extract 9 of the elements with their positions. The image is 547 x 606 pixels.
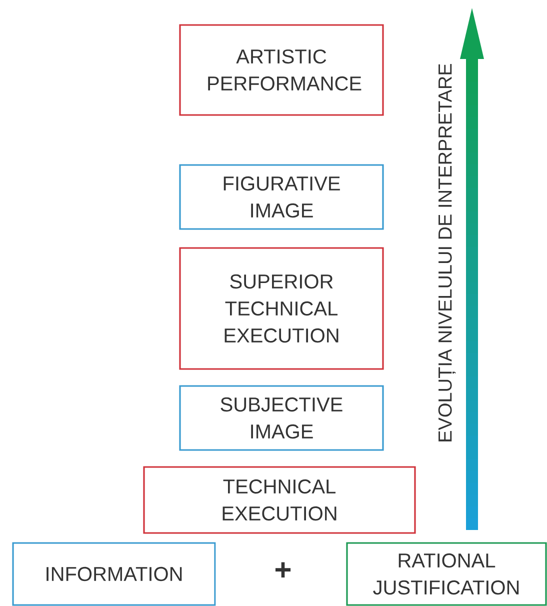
text-box: SUBJECTIVE IMAGE bbox=[179, 385, 384, 451]
plus-sign: + bbox=[276, 562, 291, 578]
text-box: FIGURATIVE IMAGE bbox=[179, 164, 384, 230]
text-box: RATIONAL JUSTIFICATION bbox=[346, 542, 547, 606]
text-box: TECHNICAL EXECUTION bbox=[143, 466, 416, 534]
text-box: ARTISTIC PERFORMANCE bbox=[179, 24, 384, 116]
text-box: INFORMATION bbox=[12, 542, 216, 606]
axis-label: EVOLUȚIA NIVELULUI DE INTERPRETARE bbox=[438, 64, 456, 442]
text-box: SUPERIOR TECHNICAL EXECUTION bbox=[179, 247, 384, 370]
